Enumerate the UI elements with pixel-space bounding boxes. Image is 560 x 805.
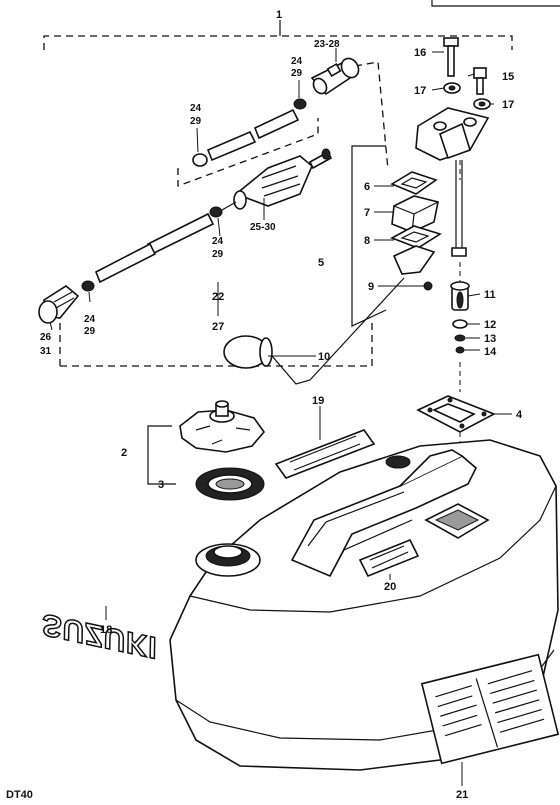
label-19 [274, 429, 376, 479]
model-code: DT40 [6, 789, 33, 801]
assembly-bracket-1 [43, 20, 513, 50]
callout-25-30: 25-30 [250, 222, 276, 233]
callout-17-right: 17 [502, 99, 514, 111]
callout-13: 13 [484, 333, 496, 345]
callout-31: 31 [40, 346, 52, 357]
callout-16: 16 [414, 47, 426, 59]
hose-upper [192, 108, 300, 167]
bracket-5 [351, 145, 387, 327]
float-arm-base-9 [392, 245, 436, 291]
callout-11: 11 [484, 289, 496, 301]
callout-3: 3 [158, 479, 164, 491]
callout-29-c: 29 [212, 249, 224, 260]
grommet-11 [450, 281, 470, 311]
callout-24-c: 24 [212, 236, 224, 247]
callout-18: 18 [100, 624, 112, 636]
callout-27: 27 [212, 321, 224, 333]
hose-lower [94, 212, 215, 284]
seal-3 [195, 467, 265, 501]
callout-24-d: 24 [84, 314, 96, 325]
gasket-4 [416, 395, 496, 433]
callout-22: 22 [212, 291, 224, 303]
clip-upper-right [293, 98, 307, 110]
callout-29-a: 29 [291, 68, 303, 79]
bracket-2-3 [147, 425, 176, 485]
callout-19: 19 [312, 395, 324, 407]
callout-12: 12 [484, 319, 496, 331]
callout-1: 1 [276, 9, 282, 21]
gasket-6 [390, 171, 438, 195]
frame-corner [431, 0, 560, 7]
primer-bulb-25-30 [233, 148, 333, 210]
callout-24-b: 24 [190, 103, 202, 114]
callout-7: 7 [364, 207, 370, 219]
gauge-body [415, 107, 490, 257]
washer-17-left [443, 82, 461, 94]
callout-5: 5 [318, 257, 324, 269]
washer-12-14 [452, 319, 468, 354]
callout-20: 20 [384, 581, 396, 593]
clip-lower-left [81, 280, 95, 292]
callout-26: 26 [40, 332, 52, 343]
leader-lines [49, 48, 512, 786]
fuel-cap-2 [179, 400, 266, 453]
connector-23-28 [310, 57, 360, 96]
washer-17-right [473, 98, 491, 110]
bolt-15 [473, 67, 487, 95]
callout-4: 4 [516, 409, 523, 421]
callout-29-b: 29 [190, 116, 202, 127]
callout-9: 9 [368, 281, 374, 293]
gasket-8 [390, 225, 442, 249]
connector-frame [354, 61, 389, 171]
callout-10: 10 [318, 351, 330, 363]
callout-8: 8 [364, 235, 370, 247]
fuel-connector-26-31 [38, 285, 80, 324]
callout-17-left: 17 [414, 85, 426, 97]
callout-23-28: 23-28 [314, 39, 340, 50]
callout-21: 21 [456, 789, 468, 801]
callout-2: 2 [121, 447, 127, 459]
bolt-16 [443, 37, 459, 77]
callout-6: 6 [364, 181, 370, 193]
label-21 [420, 653, 560, 765]
callout-15: 15 [502, 71, 514, 83]
callout-14: 14 [484, 346, 497, 358]
clip-middle [209, 201, 237, 218]
callout-29-d: 29 [84, 326, 96, 337]
callout-24-a: 24 [291, 56, 303, 67]
float-10 [223, 277, 405, 385]
callout-labels: 1 2 3 4 5 6 7 8 9 10 11 12 13 14 15 16 1… [40, 9, 523, 801]
